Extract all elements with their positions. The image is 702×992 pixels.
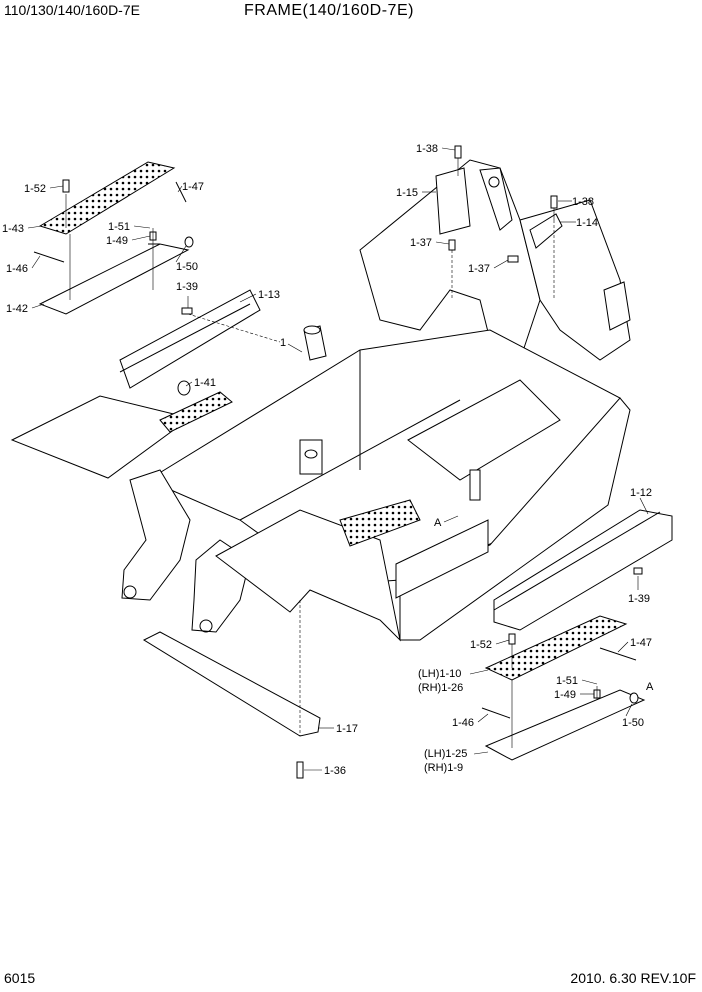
callout-1-38-top: 1-38 bbox=[416, 143, 438, 155]
callout-1-52-bottom: 1-52 bbox=[470, 639, 492, 651]
callout-1-43: 1-43 bbox=[2, 223, 24, 235]
callout-1-12: 1-12 bbox=[630, 487, 652, 499]
model-number: 110/130/140/160D-7E bbox=[4, 2, 140, 18]
callout-1-36: 1-36 bbox=[324, 765, 346, 777]
callout-1-41: 1-41 bbox=[194, 377, 216, 389]
callout-1-51-top: 1-51 bbox=[108, 221, 130, 233]
bottom-plate bbox=[142, 600, 321, 779]
callout-lh-1-25: (LH)1-25 bbox=[424, 748, 467, 760]
upper-small-parts bbox=[181, 145, 673, 631]
callout-1-50-top: 1-50 bbox=[176, 261, 198, 273]
callout-1-37-left: 1-37 bbox=[410, 237, 432, 249]
callout-labels: 1-38 1-15 1-38 1-14 1-37 1-37 1-52 1-47 … bbox=[2, 143, 654, 777]
callout-1-37-right: 1-37 bbox=[468, 263, 490, 275]
callout-1-49-top: 1-49 bbox=[106, 235, 128, 247]
callout-1-14: 1-14 bbox=[576, 217, 598, 229]
callout-a-right: A bbox=[646, 681, 654, 693]
callout-lh-1-10: (LH)1-10 bbox=[418, 668, 461, 680]
callout-1-13: 1-13 bbox=[258, 289, 280, 301]
callout-1-47-bottom: 1-47 bbox=[630, 637, 652, 649]
callout-1-49-bottom: 1-49 bbox=[554, 689, 576, 701]
callout-1-52-top: 1-52 bbox=[24, 183, 46, 195]
callout-1-15: 1-15 bbox=[396, 187, 418, 199]
callout-1-46-bottom: 1-46 bbox=[452, 717, 474, 729]
callout-1-38-right: 1-38 bbox=[572, 196, 594, 208]
page-title: FRAME(140/160D-7E) bbox=[244, 2, 414, 19]
callout-1-39-right: 1-39 bbox=[628, 593, 650, 605]
callout-1: 1 bbox=[280, 337, 286, 349]
callout-1-47-top: 1-47 bbox=[182, 181, 204, 193]
callout-1-42: 1-42 bbox=[6, 303, 28, 315]
callout-1-46-top: 1-46 bbox=[6, 263, 28, 275]
leader-lines bbox=[27, 147, 649, 771]
revision-date: 2010. 6.30 REV.10F bbox=[570, 970, 696, 986]
step-plate-upper-left bbox=[33, 161, 194, 315]
callout-1-39-top: 1-39 bbox=[176, 281, 198, 293]
callout-a-tank: A bbox=[434, 517, 442, 529]
step-plate-lower-right bbox=[481, 615, 646, 761]
callout-rh-1-9: (RH)1-9 bbox=[424, 762, 463, 774]
page-number: 6015 bbox=[4, 970, 36, 986]
callout-rh-1-26: (RH)1-26 bbox=[418, 682, 463, 694]
callout-1-17: 1-17 bbox=[336, 723, 358, 735]
callout-1-51-bottom: 1-51 bbox=[556, 675, 578, 687]
callout-1-50-bottom: 1-50 bbox=[622, 717, 644, 729]
main-frame bbox=[10, 159, 631, 642]
